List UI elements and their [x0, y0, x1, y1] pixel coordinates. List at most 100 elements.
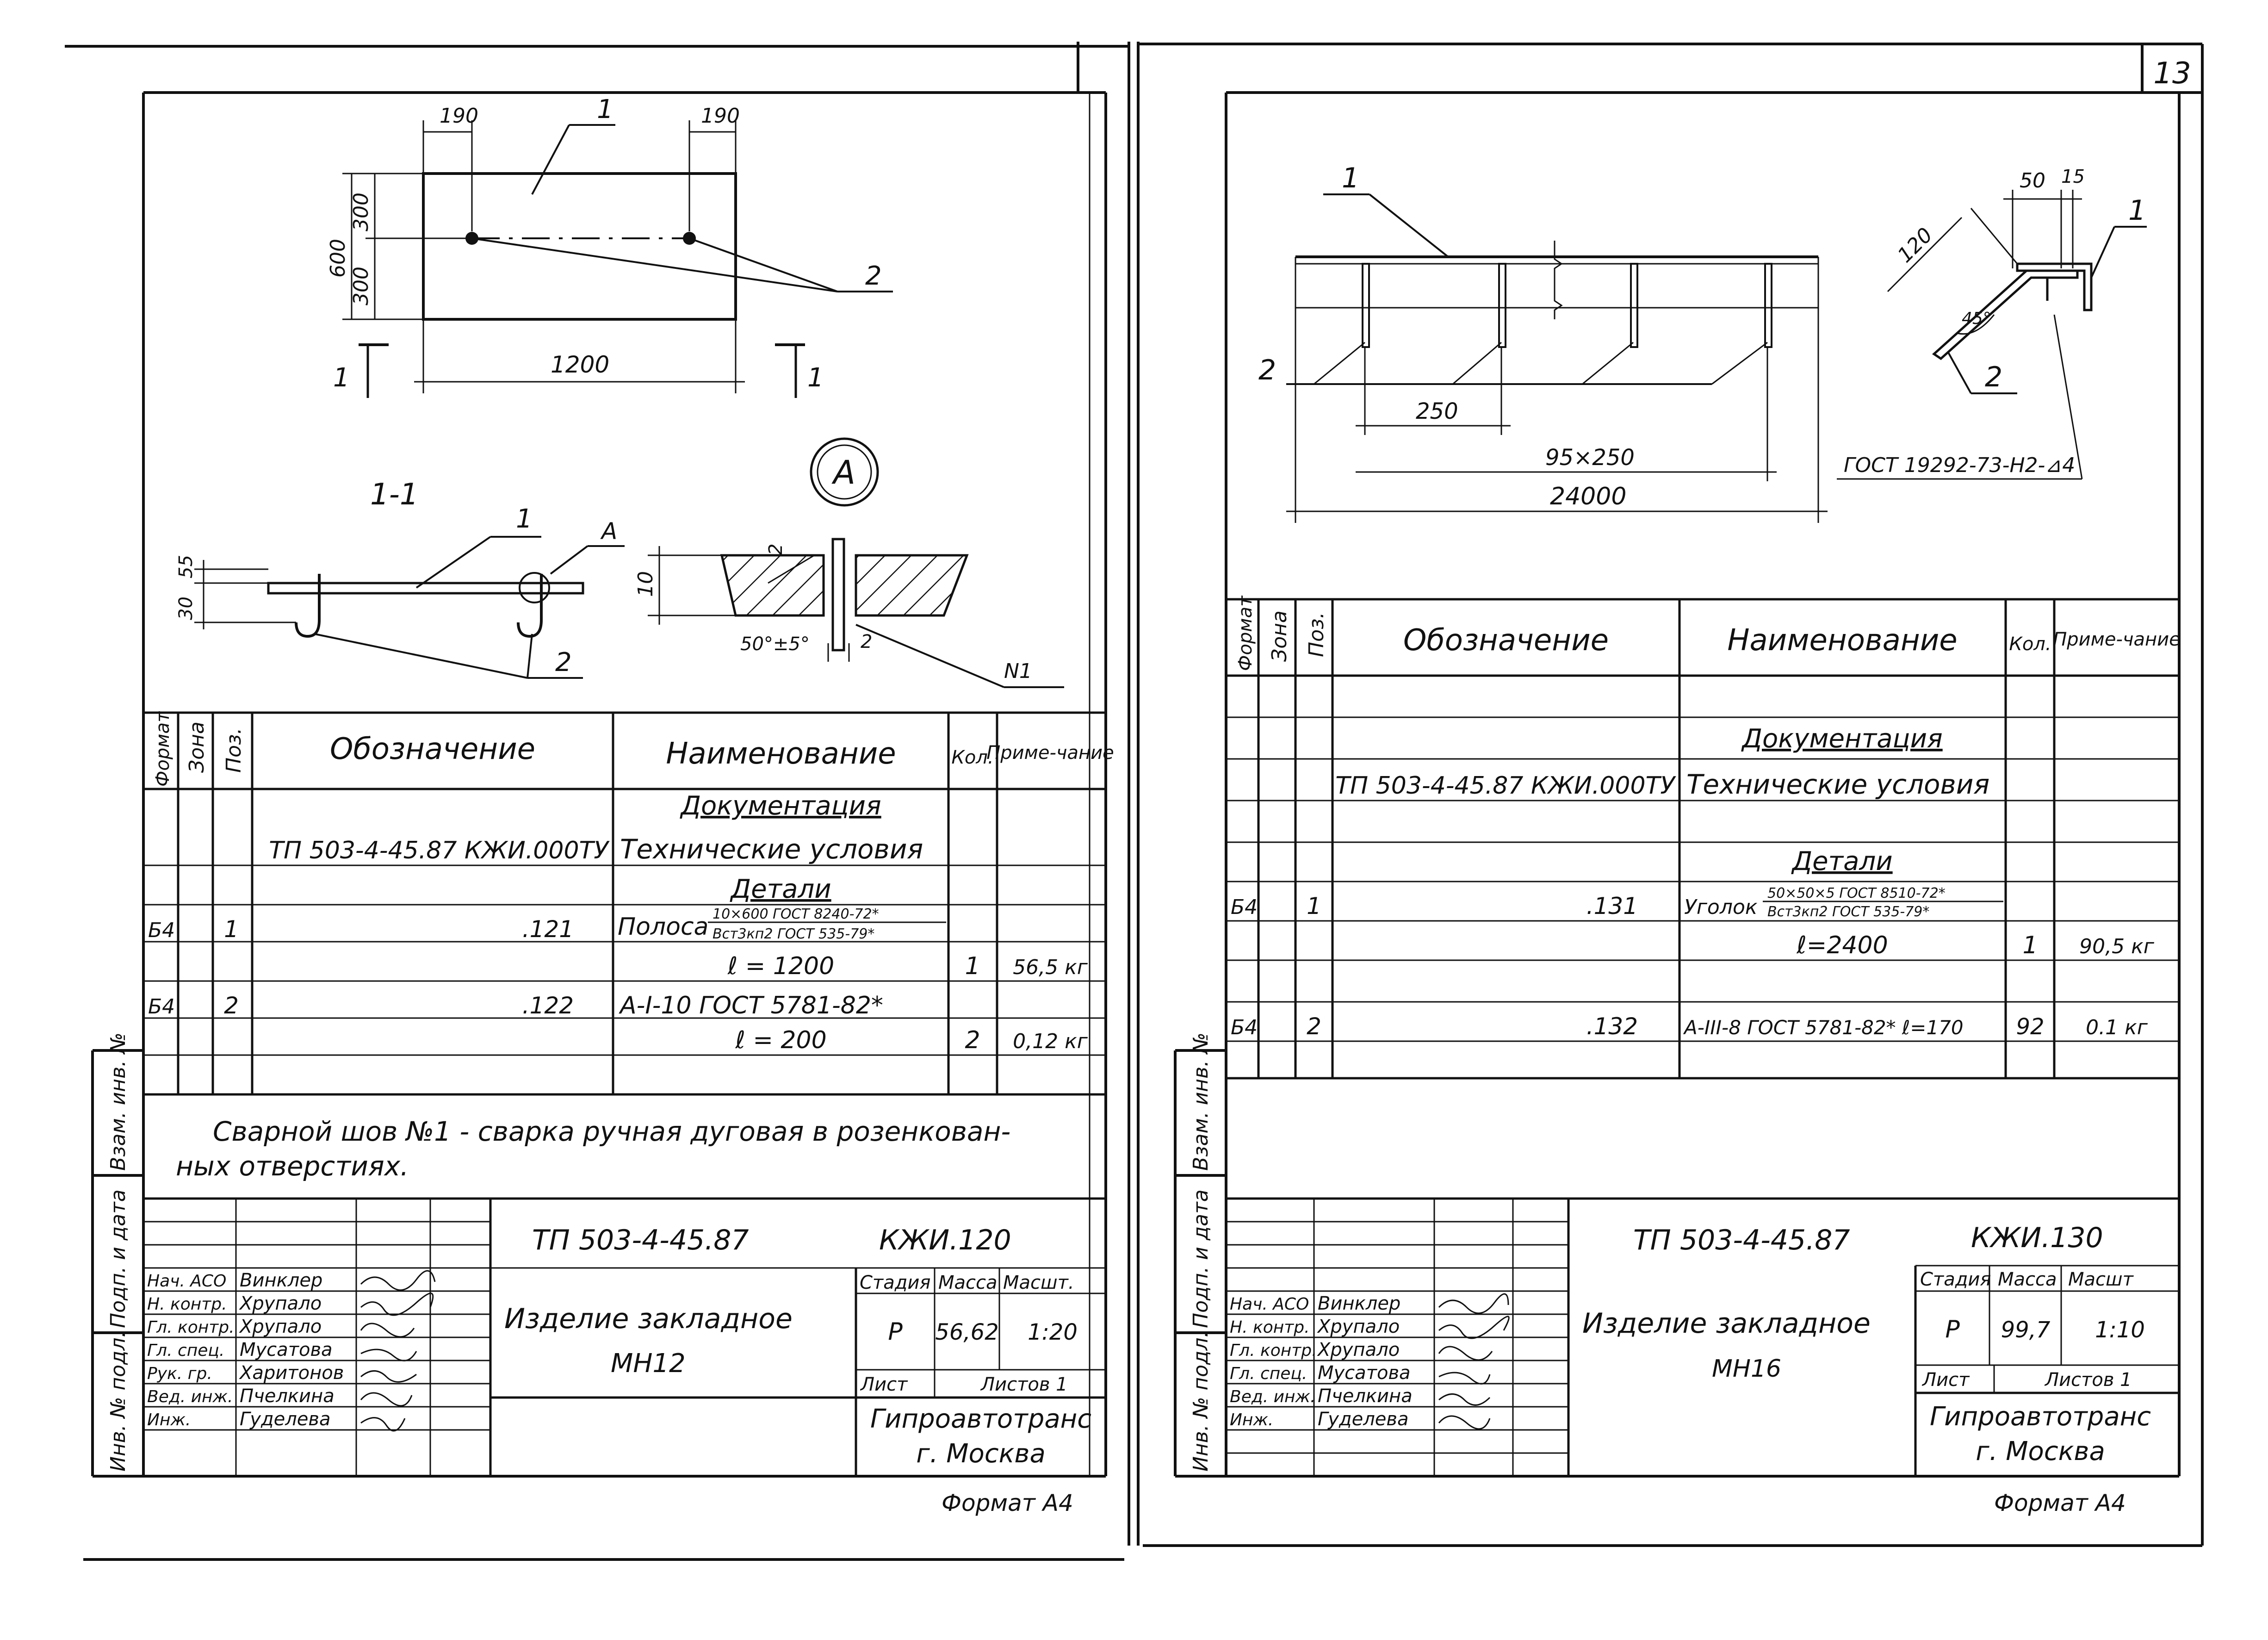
right-tb-org-line2: г. Москва [1976, 1436, 2105, 1466]
left-side-label-inv: Инв. № подл. [106, 1331, 130, 1472]
left-staff-role: Гл. контр. [147, 1318, 235, 1337]
left-tb-mass-label: Масса [938, 1272, 998, 1293]
left-row6-name: А-I-10 ГОСТ 5781-82* [619, 992, 883, 1019]
right-row6-designation: .132 [1586, 1013, 1638, 1040]
right-row2-name: Технические условия [1686, 769, 1989, 800]
left-row7-name: ℓ = 200 [735, 1026, 826, 1054]
plan-leader-pos1: 1 [597, 94, 613, 124]
right-staff-role: Нач. АСО [1230, 1295, 1309, 1314]
right-row4-name-top: 50×50×5 ГОСТ 8510-72* [1767, 885, 1946, 901]
detail-dim-10: 10 [634, 571, 657, 597]
left-staff-role: Гл. спец. [147, 1341, 224, 1360]
right-tb-project: ТП 503-4-45.87 [1633, 1224, 1850, 1256]
sheet-border [65, 42, 2204, 1561]
right-row5-qty: 1 [2022, 932, 2038, 959]
right-row6-pos: 2 [1307, 1013, 1321, 1040]
right-signatures [1438, 1293, 1510, 1430]
right-th-designation: Обозначение [1403, 623, 1609, 658]
left-th-pos: Поз. [222, 728, 246, 773]
left-staff-name: Пчелкина [240, 1385, 335, 1407]
right-tb-scale-label: Масшт [2068, 1269, 2134, 1290]
left-side-label-podp: Подп. и дата [106, 1189, 130, 1328]
left-row5-note: 56,5 кг [1013, 956, 1088, 979]
right-frame [1174, 91, 2181, 1478]
left-th-qty: Кол. [951, 747, 993, 768]
left-row6-designation: .122 [522, 992, 574, 1019]
left-th-note: Приме-чание [986, 742, 1114, 764]
right-tb-stage: Р [1945, 1316, 1960, 1343]
section-title: 1-1 [370, 478, 419, 512]
page-number: 13 [2153, 56, 2191, 91]
left-staff-name: Хрупало [239, 1293, 322, 1314]
right-side-label-inv: Инв. № подл. [1189, 1331, 1213, 1472]
right-spec-table-grid [1226, 598, 2179, 1080]
right-staff-role: Н. контр. [1230, 1318, 1310, 1337]
right-row6-name: А-III-8 ГОСТ 5781-82* ℓ=170 [1683, 1016, 1964, 1039]
right-row4-format: Б4 [1231, 895, 1258, 919]
right-staff-role: Гл. спец. [1230, 1364, 1307, 1383]
right-staff-name: Винклер [1318, 1293, 1400, 1314]
right-tb-mass: 99,7 [2001, 1317, 2051, 1343]
left-detail-view [648, 437, 1064, 688]
right-th-format: Формат [1235, 595, 1256, 671]
plan-dim-height-bottom: 300 [349, 267, 373, 305]
plan-dim-right-offset: 190 [701, 104, 740, 128]
right-sec-pos2: 2 [1985, 361, 2002, 393]
right-leader-2: 2 [1258, 354, 1276, 386]
left-staff-name: Гуделева [240, 1409, 330, 1430]
right-tb-staff: Нач. АСО Винклер Н. контр. Хрупало Гл. к… [1230, 1293, 1413, 1430]
left-th-designation: Обозначение [330, 732, 535, 766]
right-staff-name: Мусатова [1318, 1362, 1411, 1384]
left-weld-note-line1: Сварной шов №1 - сварка ручная дуговая в… [213, 1116, 1010, 1147]
detail-circle-label: A [831, 453, 855, 491]
right-th-zone: Зона [1268, 610, 1291, 662]
right-sec-pos1: 1 [2128, 194, 2146, 227]
right-staff-name: Гуделева [1318, 1409, 1408, 1430]
left-staff-role: Вед. инж. [147, 1387, 233, 1406]
section-leader-detail: A [600, 518, 617, 545]
section-leader-pos1: 1 [516, 504, 533, 534]
right-th-pos: Поз. [1305, 612, 1328, 657]
left-format: Формат А4 [942, 1490, 1073, 1516]
right-tb-sheets-label: Листов 1 [2044, 1369, 2132, 1391]
right-row3-name: Детали [1791, 846, 1892, 876]
right-row6-format: Б4 [1231, 1016, 1258, 1039]
left-row2-name: Технические условия [620, 833, 923, 865]
left-title-block-grid [143, 1197, 1106, 1476]
right-format: Формат А4 [1994, 1490, 2126, 1516]
left-section-view [194, 536, 625, 679]
right-weld-ref: ГОСТ 19292-73-Н2-⊿4 [1844, 453, 2075, 477]
left-staff-name: Хрупало [239, 1316, 322, 1337]
left-row4-name-top: 10×600 ГОСТ 8240-72* [713, 906, 879, 922]
right-th-name: Наименование [1727, 623, 1957, 658]
left-sheet: Взам. инв. № Подп. и дата Инв. № подл. [91, 91, 1114, 1516]
left-tb-org-line2: г. Москва [916, 1439, 1046, 1469]
left-tb-stage: Р [888, 1318, 903, 1346]
left-tb-scale-label: Масшт. [1003, 1272, 1074, 1293]
left-th-zone: Зона [185, 721, 209, 773]
right-sec-angle: 45° [1962, 309, 1991, 328]
section-mark-right: 1 [807, 363, 824, 393]
left-row4-name-bottom: Вст3кп2 ГОСТ 535-79* [713, 926, 874, 942]
right-sec-dim-120: 120 [1893, 223, 1937, 267]
right-dim-chain: 95×250 [1545, 445, 1635, 471]
right-sheet: Взам. инв. № Подп. и дата Инв. № подл. [1174, 91, 2181, 1516]
right-row4-pos: 1 [1307, 893, 1321, 919]
left-side-label-vzam: Взам. инв. № [106, 1032, 130, 1171]
plan-leader-pos2: 2 [865, 261, 882, 291]
right-title-block-grid [1226, 1197, 2179, 1476]
right-th-note: Приме-чание [2053, 629, 2181, 650]
left-weld-note-line2: ных отверстиях. [176, 1150, 409, 1182]
right-tb-item-mark: МН16 [1712, 1355, 1781, 1383]
right-tb-scale: 1:10 [2095, 1317, 2145, 1343]
right-elevation-view [1286, 193, 1828, 523]
left-row4-format: Б4 [148, 919, 175, 942]
left-row2-designation: ТП 503-4-45.87 КЖИ.000ТУ [269, 837, 610, 864]
left-frame [91, 91, 1107, 1478]
left-tb-org-line1: Гипроавтотранс [870, 1404, 1091, 1434]
right-dim-total: 24000 [1550, 483, 1626, 510]
left-tb-item-mark: МН12 [611, 1348, 686, 1379]
right-tb-sheet-label: Лист [1921, 1369, 1970, 1391]
left-row5-qty: 1 [965, 952, 980, 980]
left-tb-code: КЖИ.120 [879, 1224, 1011, 1256]
